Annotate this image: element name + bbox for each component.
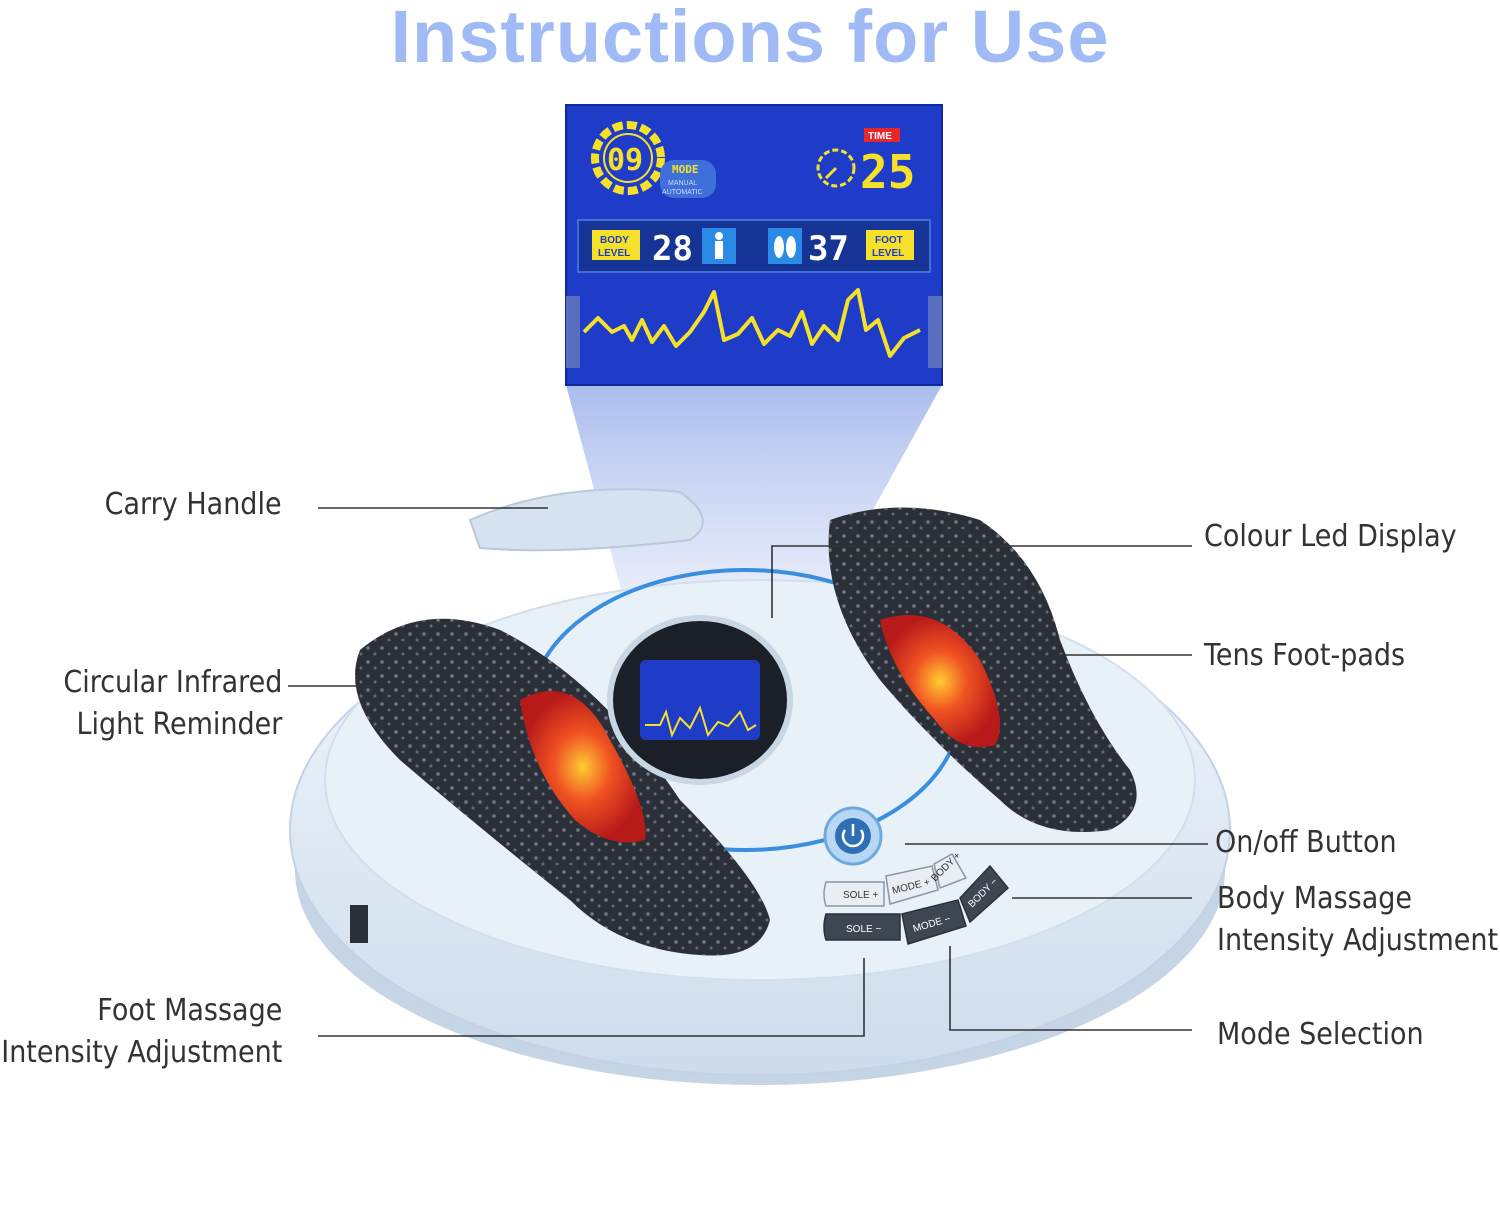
mode-number: 09 bbox=[607, 143, 643, 178]
body-plus-button[interactable] bbox=[933, 852, 968, 890]
power-icon bbox=[841, 829, 865, 848]
mode-plus-button[interactable] bbox=[885, 865, 939, 905]
sole-plus-button[interactable] bbox=[823, 881, 885, 907]
foot-level-label-1: FOOT bbox=[875, 235, 903, 246]
right-foot-pad bbox=[828, 507, 1137, 832]
mini-waveform bbox=[645, 705, 757, 738]
leader-mode-selection bbox=[949, 946, 1192, 1031]
foot-level-value: 37 bbox=[808, 229, 849, 269]
leader-lines bbox=[288, 507, 1208, 1037]
mode-automatic: AUTOMATIC bbox=[662, 189, 703, 196]
timer-icon bbox=[816, 148, 856, 188]
left-foot-pad bbox=[355, 618, 770, 956]
callout-foot-pads: Tens Foot-pads bbox=[1204, 638, 1406, 673]
body-level-label-1: BODY bbox=[600, 235, 629, 246]
sole-minus-label: SOLE − bbox=[846, 924, 881, 935]
body-minus-button[interactable] bbox=[959, 864, 1010, 924]
mode-minus-button[interactable] bbox=[901, 899, 967, 945]
callout-infrared-reminder: Circular Infrared Light Reminder bbox=[62, 665, 282, 742]
center-mini-lcd bbox=[640, 660, 760, 740]
left-infrared-zone bbox=[520, 691, 646, 843]
body-level-label-2: LEVEL bbox=[598, 248, 630, 259]
carry-handle bbox=[468, 488, 704, 552]
time-value: 25 bbox=[860, 145, 915, 199]
body-level-value: 28 bbox=[652, 229, 693, 269]
sole-plus-label: SOLE + bbox=[843, 890, 878, 901]
callout-power-button: On/off Button bbox=[1215, 825, 1397, 860]
leader-foot-intensity bbox=[318, 958, 865, 1037]
callout-body-intensity: Body Massage Intensity Adjustment bbox=[1217, 881, 1499, 958]
feet-icon bbox=[768, 228, 802, 264]
mode-dial-icon bbox=[591, 121, 665, 195]
mode-label: MODE bbox=[672, 163, 699, 176]
callout-led-display: Colour Led Display bbox=[1204, 519, 1457, 554]
mode-manual: MANUAL bbox=[668, 180, 697, 187]
callout-carry-handle: Carry Handle bbox=[105, 487, 282, 522]
waveform-icon bbox=[582, 288, 921, 358]
callout-foot-intensity: Foot Massage Intensity Adjustment bbox=[0, 993, 282, 1070]
side-port bbox=[350, 905, 368, 943]
foot-level-label-2: LEVEL bbox=[872, 248, 904, 259]
right-infrared-zone bbox=[880, 615, 1000, 748]
sole-minus-button[interactable] bbox=[823, 913, 901, 941]
leader-led-display bbox=[771, 545, 1192, 618]
callout-mode-selection: Mode Selection bbox=[1217, 1017, 1424, 1052]
led-display-panel: 09 MODE MANUAL AUTOMATIC TIME 25 BODY LE… bbox=[565, 104, 943, 386]
page-title: Instructions for Use bbox=[390, 0, 1110, 78]
time-label: TIME bbox=[868, 131, 892, 142]
